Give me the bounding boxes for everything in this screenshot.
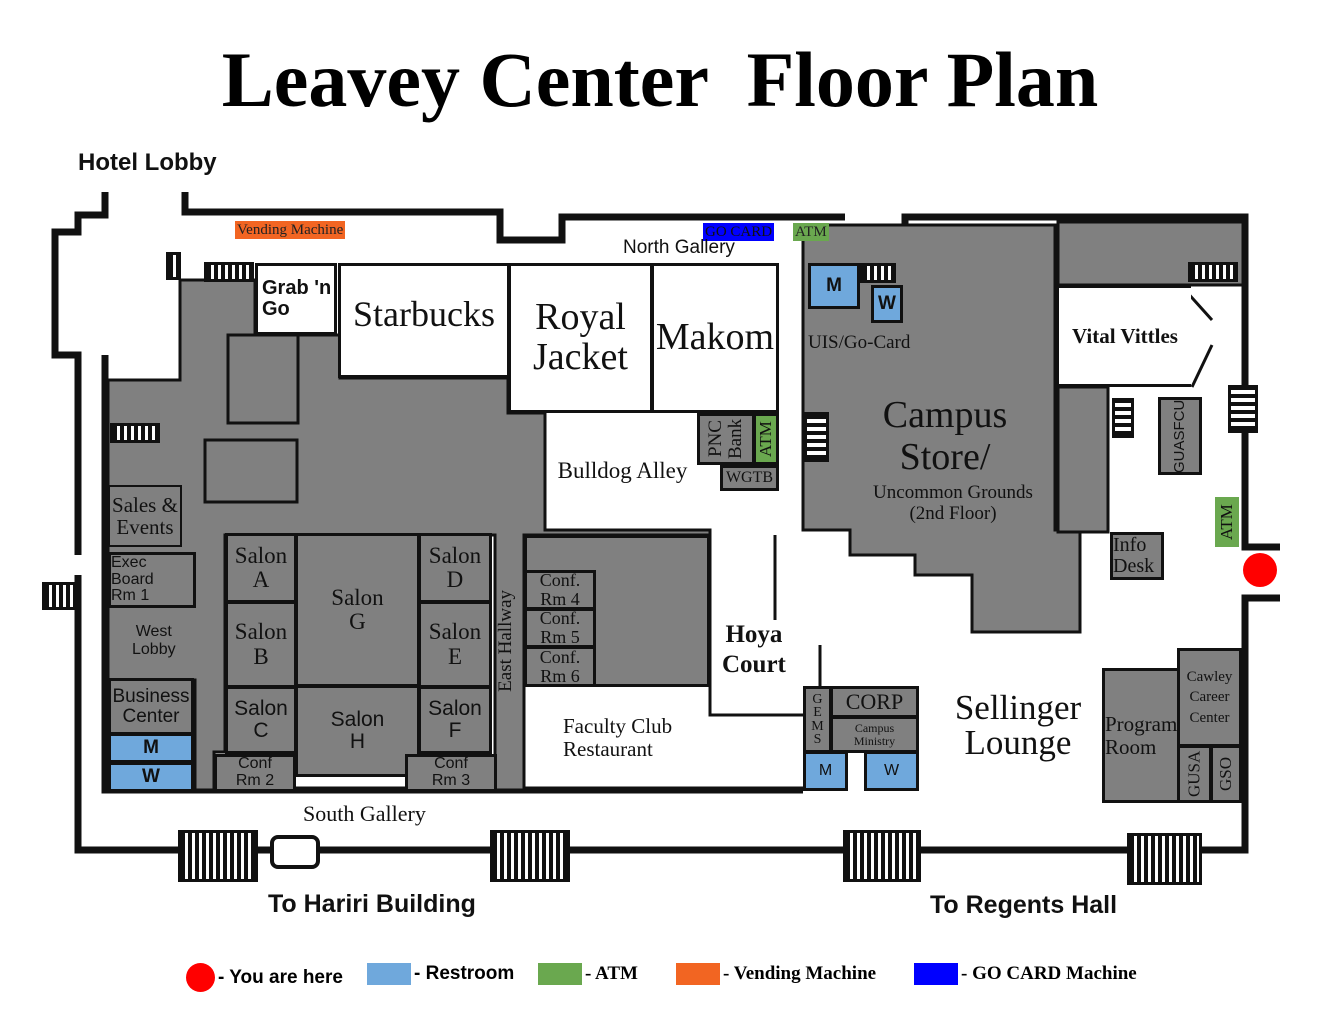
sellinger-lounge-label: Sellinger Lounge [954, 688, 1082, 762]
map-title: Leavey Center Floor Plan [221, 36, 1099, 123]
hoya-court-label: Hoya Court [722, 621, 786, 678]
wgtb: WGTB [720, 465, 779, 491]
east-hallway-label: East Hallway [495, 590, 516, 692]
restroom-women[interactable]: W [871, 285, 903, 323]
cawley-career-center: Cawley Career Center [1177, 648, 1242, 747]
stairs-icon [166, 252, 181, 280]
faculty-club-restaurant-label: Faculty Club Restaurant [563, 714, 673, 762]
north-gallery-label: North Gallery [623, 237, 735, 258]
gocard-swatch [914, 963, 958, 985]
program-room: Program Room [1102, 668, 1180, 803]
stairs-icon [1112, 398, 1134, 438]
corp: CORP [830, 686, 919, 718]
stairs-icon [110, 423, 160, 443]
stairs-icon [1188, 262, 1238, 282]
restroom-swatch [367, 963, 411, 985]
vending-swatch [676, 963, 720, 985]
door-icon [270, 835, 320, 869]
legend-you-are-here: - You are here [186, 963, 343, 992]
grab-n-go: Grab 'n Go [255, 263, 337, 335]
legend-restroom: - Restroom [367, 963, 514, 985]
stairs-icon [42, 582, 78, 610]
vital-vittles: Vital Vittles [1056, 285, 1191, 387]
stairs-icon [843, 830, 921, 882]
legend-vending-machine: - Vending Machine [676, 963, 876, 985]
legend-atm: - ATM [538, 963, 638, 985]
bulldog-alley: Bulldog Alley [557, 458, 688, 484]
salon-e[interactable]: Salon E [418, 601, 492, 688]
uncommon-grounds-label: Uncommon Grounds (2nd Floor) [873, 482, 1033, 524]
restroom-men[interactable]: M [808, 263, 860, 309]
conf-rm-4[interactable]: Conf. Rm 4 [524, 570, 596, 610]
gusa: GUSA [1177, 745, 1212, 803]
hotel-lobby-label: Hotel Lobby [78, 149, 217, 176]
salon-c[interactable]: Salon C [225, 686, 297, 754]
starbucks: Starbucks [338, 263, 510, 378]
atm-marker: ATM [793, 223, 829, 241]
legend-gocard-machine: - GO CARD Machine [914, 963, 1137, 985]
stairs-icon [860, 263, 896, 283]
you-are-here-dot [1243, 553, 1277, 587]
gocard-machine-marker: GO CARD [703, 223, 775, 241]
campus-ministry: Campus Ministry [830, 716, 919, 753]
campus-store-label: Campus Store/ [882, 394, 1008, 478]
restroom-men[interactable]: M [108, 733, 194, 763]
to-regents-hall-label[interactable]: To Regents Hall [930, 891, 1118, 919]
gems: G E M S [803, 686, 832, 753]
salon-f[interactable]: Salon F [418, 686, 492, 754]
gso: GSO [1210, 745, 1242, 803]
salon-g[interactable]: Salon G [295, 533, 420, 687]
vending-machine-marker: Vending Machine [235, 221, 346, 239]
salon-b[interactable]: Salon B [225, 601, 297, 688]
stairs-icon [804, 412, 829, 462]
south-gallery-label: South Gallery [303, 801, 426, 826]
business-center: Business Center [108, 678, 194, 735]
uis-go-card-label: UIS/Go-Card [808, 332, 911, 353]
royal-jacket: Royal Jacket [508, 263, 653, 413]
to-hariri-building-label[interactable]: To Hariri Building [268, 890, 476, 918]
info-desk[interactable]: Info Desk [1110, 532, 1164, 580]
stairs-icon [1228, 385, 1258, 433]
stairs-icon [1127, 833, 1202, 885]
guasfcu: GUASFCU [1158, 397, 1202, 475]
stairs-icon [178, 830, 258, 882]
restroom-women[interactable]: W [108, 762, 194, 792]
conf-rm-2[interactable]: Conf Rm 2 [214, 754, 296, 792]
exec-board-rm-1: Exec Board Rm 1 [108, 552, 196, 608]
atm-east: ATM [1215, 497, 1239, 547]
stairs-icon [204, 262, 254, 282]
salon-a[interactable]: Salon A [225, 533, 297, 603]
conf-rm-5[interactable]: Conf. Rm 5 [524, 608, 596, 648]
conf-rm-6[interactable]: Conf. Rm 6 [524, 646, 596, 687]
restroom-women[interactable]: W [864, 751, 919, 791]
sales-events: Sales & Events [108, 485, 182, 547]
red-dot-icon [186, 963, 215, 992]
atm-swatch [538, 963, 582, 985]
restroom-men[interactable]: M [803, 751, 848, 791]
conf-rm-3[interactable]: Conf Rm 3 [405, 754, 497, 792]
west-lobby-label: West Lobby [132, 623, 176, 658]
makom: Makom [651, 263, 779, 413]
pnc-bank: PNC Bank [697, 413, 755, 465]
atm-pnc: ATM [753, 413, 779, 465]
stairs-icon [490, 830, 570, 882]
salon-h[interactable]: Salon H [295, 685, 420, 777]
salon-d[interactable]: Salon D [418, 533, 492, 603]
